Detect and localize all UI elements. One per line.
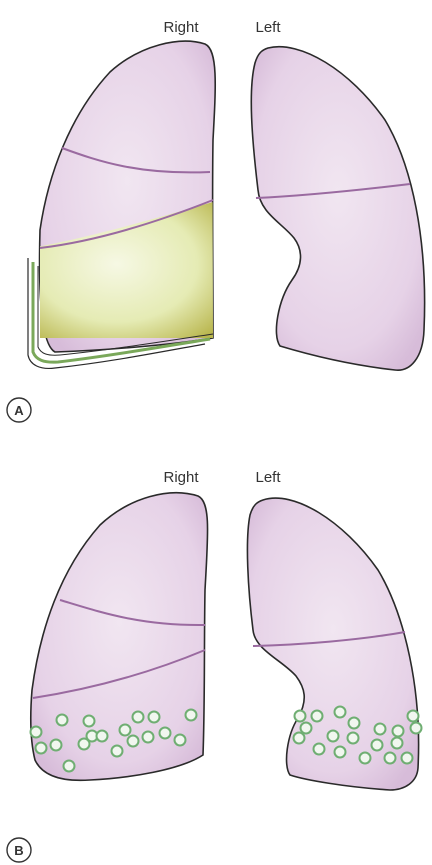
panel-b: Right Left: [7, 469, 422, 862]
label-right-a: Right: [163, 19, 199, 36]
panel-badge-a: A: [7, 398, 31, 422]
nodule: [160, 728, 171, 739]
nodule: [51, 740, 62, 751]
label-left-b: Left: [255, 469, 281, 486]
nodule: [328, 731, 339, 742]
nodule: [84, 716, 95, 727]
panel-badge-a-text: A: [14, 403, 24, 418]
nodule: [408, 711, 419, 722]
nodule: [36, 743, 47, 754]
nodule: [375, 724, 386, 735]
nodule: [294, 733, 305, 744]
nodule: [112, 746, 123, 757]
nodule: [79, 739, 90, 750]
nodule: [385, 753, 396, 764]
nodule: [360, 753, 371, 764]
nodule: [97, 731, 108, 742]
nodule: [128, 736, 139, 747]
nodule: [335, 707, 346, 718]
panel-badge-b: B: [7, 838, 31, 862]
nodule: [31, 727, 42, 738]
nodule: [295, 711, 306, 722]
nodule: [314, 744, 325, 755]
nodule: [392, 738, 403, 749]
nodule: [372, 740, 383, 751]
nodule: [349, 718, 360, 729]
nodule: [348, 733, 359, 744]
left-lung-b: [247, 498, 421, 790]
nodule: [149, 712, 160, 723]
left-lung-a: [251, 47, 424, 370]
nodule: [411, 723, 422, 734]
nodule: [312, 711, 323, 722]
panel-a: Right Left A: [7, 19, 425, 422]
nodule: [133, 712, 144, 723]
nodule: [301, 723, 312, 734]
left-lung-outline-a: [251, 47, 424, 370]
nodule: [64, 761, 75, 772]
label-left-a: Left: [255, 19, 281, 36]
nodule: [120, 725, 131, 736]
nodule: [186, 710, 197, 721]
panel-badge-b-text: B: [14, 843, 23, 858]
nodule: [393, 726, 404, 737]
right-lung-a: [20, 41, 215, 368]
nodule: [175, 735, 186, 746]
label-right-b: Right: [163, 469, 199, 486]
right-lung-b: [31, 493, 208, 781]
nodule: [143, 732, 154, 743]
nodule: [402, 753, 413, 764]
nodule: [57, 715, 68, 726]
nodule: [335, 747, 346, 758]
